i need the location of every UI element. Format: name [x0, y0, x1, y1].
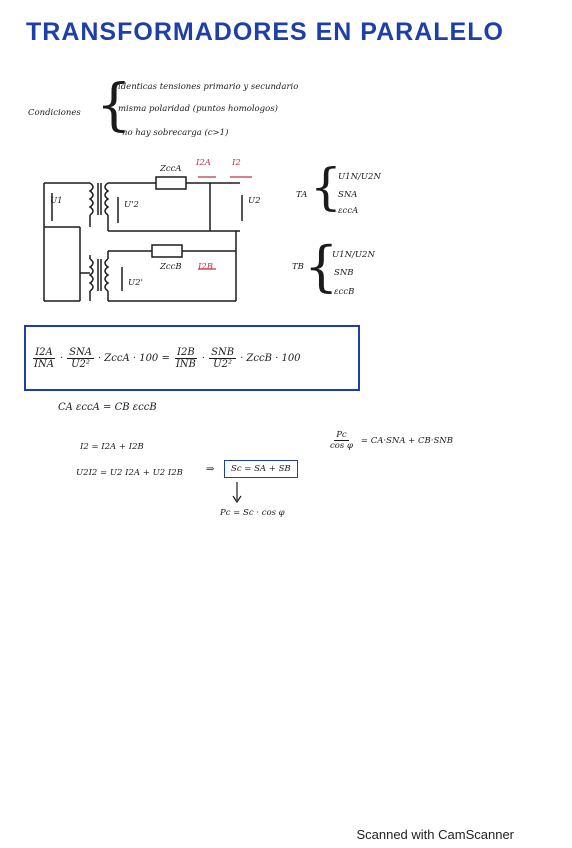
implies-arrow: ⇒: [206, 464, 215, 475]
tb-label: TB: [292, 262, 304, 272]
condition-item-2: misma polaridad (puntos homologos): [118, 104, 278, 114]
power-sum-equation: U2I2 = U2 I2A + U2 I2B: [76, 468, 183, 478]
ta-brace: {: [310, 158, 342, 216]
u2-prime-bottom-label: U2': [128, 278, 143, 288]
down-arrow-icon: [232, 482, 242, 504]
current-sum-equation: I2 = I2A + I2B: [80, 442, 144, 452]
zccb-label: ZccB: [160, 262, 182, 272]
ta-item-3: εccA: [338, 206, 359, 216]
u1-label: U1: [50, 196, 63, 206]
scanner-footer: Scanned with CamScanner: [356, 827, 514, 842]
i2-label: I2: [232, 158, 241, 168]
tb-item-3: εccB: [334, 287, 355, 297]
condition-item-3: no hay sobrecarga (c>1): [122, 128, 229, 138]
conditions-label: Condiciones: [28, 108, 81, 118]
i2a-label: I2A: [196, 158, 211, 168]
apparent-power-box: Sc = SA + SB: [224, 460, 298, 478]
ta-item-2: SNA: [338, 190, 358, 200]
ta-item-1: U1N/U2N: [338, 172, 381, 182]
u2-label: U2: [248, 196, 261, 206]
tb-item-2: SNB: [334, 268, 354, 278]
conditions-brace: {: [96, 73, 132, 138]
formula-zcca-term: · ZccA · 100 =: [97, 352, 170, 364]
parallel-transformer-circuit: [43, 176, 252, 302]
epsilon-equality: CA εccA = CB εccB: [58, 402, 157, 413]
zcca-label: ZccA: [160, 164, 182, 174]
u2-prime-top-label: U'2: [124, 200, 139, 210]
ta-label: TA: [296, 190, 308, 200]
right-power-rhs: = CA·SNA + CB·SNB: [360, 435, 453, 446]
active-power-equation: Pc = Sc · cos φ: [220, 508, 285, 518]
condition-item-1: identicas tensiones primario y secundari…: [118, 82, 299, 92]
tb-item-1: U1N/U2N: [332, 250, 375, 260]
page-title: TRANSFORMADORES EN PARALELO: [26, 18, 504, 46]
i2b-label: I2B: [198, 262, 214, 272]
formula-zccb-term: · ZccB · 100: [240, 352, 301, 364]
tb-brace: {: [304, 235, 339, 298]
